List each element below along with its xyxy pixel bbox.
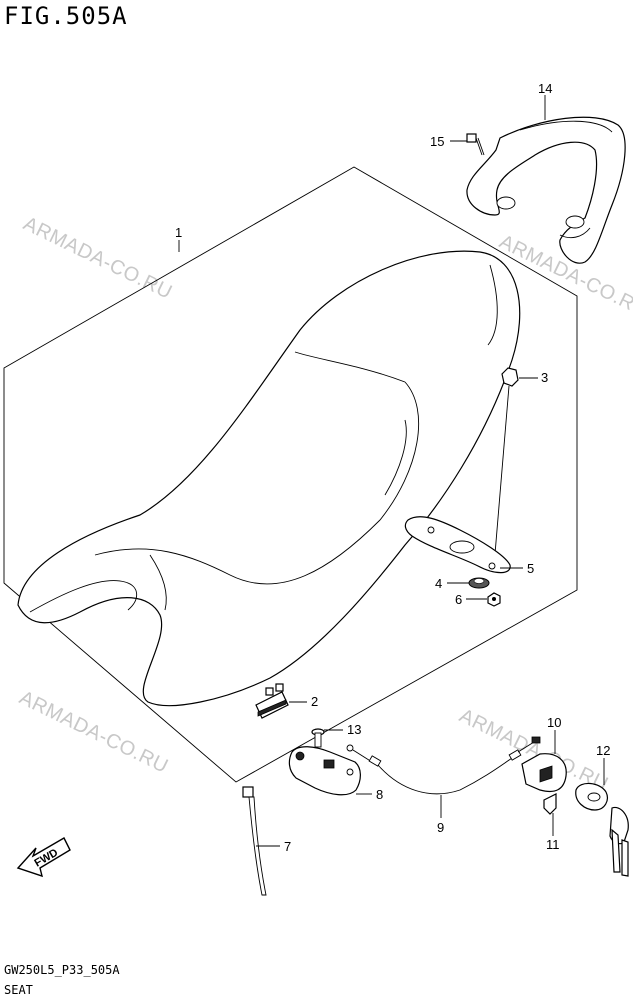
fwd-label: FWD: [33, 847, 61, 870]
callout-14: 14: [538, 81, 552, 96]
nut: [493, 367, 519, 567]
cable-tie: [242, 786, 267, 896]
callout-11: 11: [546, 837, 560, 852]
callout-2: 2: [311, 694, 318, 709]
callout-5: 5: [527, 561, 534, 576]
callout-1: 1: [175, 225, 182, 240]
clip: [543, 793, 557, 815]
seat-assembly-frame: [3, 166, 578, 783]
screw-13: [311, 728, 325, 748]
seat-lock-bracket: [288, 746, 361, 796]
callout-12: 12: [596, 743, 610, 758]
grommet: [468, 577, 490, 589]
callout-4: 4: [435, 576, 442, 591]
callout-7: 7: [284, 839, 291, 854]
callout-15: 15: [430, 134, 444, 149]
seat-lock-cable: [346, 736, 541, 795]
bolt-15: [466, 133, 485, 156]
callout-9: 9: [437, 820, 444, 835]
washer-nut: [487, 592, 501, 607]
callout-numbers: 1 2 3 4 5 6 7 8 9 10 11 12 13 14 15: [175, 81, 610, 854]
callout-10: 10: [547, 715, 561, 730]
lock-holder: [521, 753, 567, 793]
seat: [17, 250, 521, 707]
grab-rail: [466, 116, 626, 264]
callout-6: 6: [455, 592, 462, 607]
callout-13: 13: [347, 722, 361, 737]
callout-8: 8: [376, 787, 383, 802]
seat-hook-bracket: [404, 516, 511, 574]
seat-lock-set: [575, 782, 629, 877]
figure-title: FIG.505A: [4, 2, 128, 30]
section-name: SEAT: [4, 983, 33, 997]
fwd-arrow: FWD: [16, 837, 71, 878]
callout-3: 3: [541, 370, 548, 385]
leader-lines: [178, 95, 605, 847]
watermark-1: ARMADA-CO.RU: [20, 213, 176, 304]
diagram-code: GW250L5_P33_505A: [4, 963, 120, 977]
seat-cushion-rubber: [255, 683, 289, 719]
